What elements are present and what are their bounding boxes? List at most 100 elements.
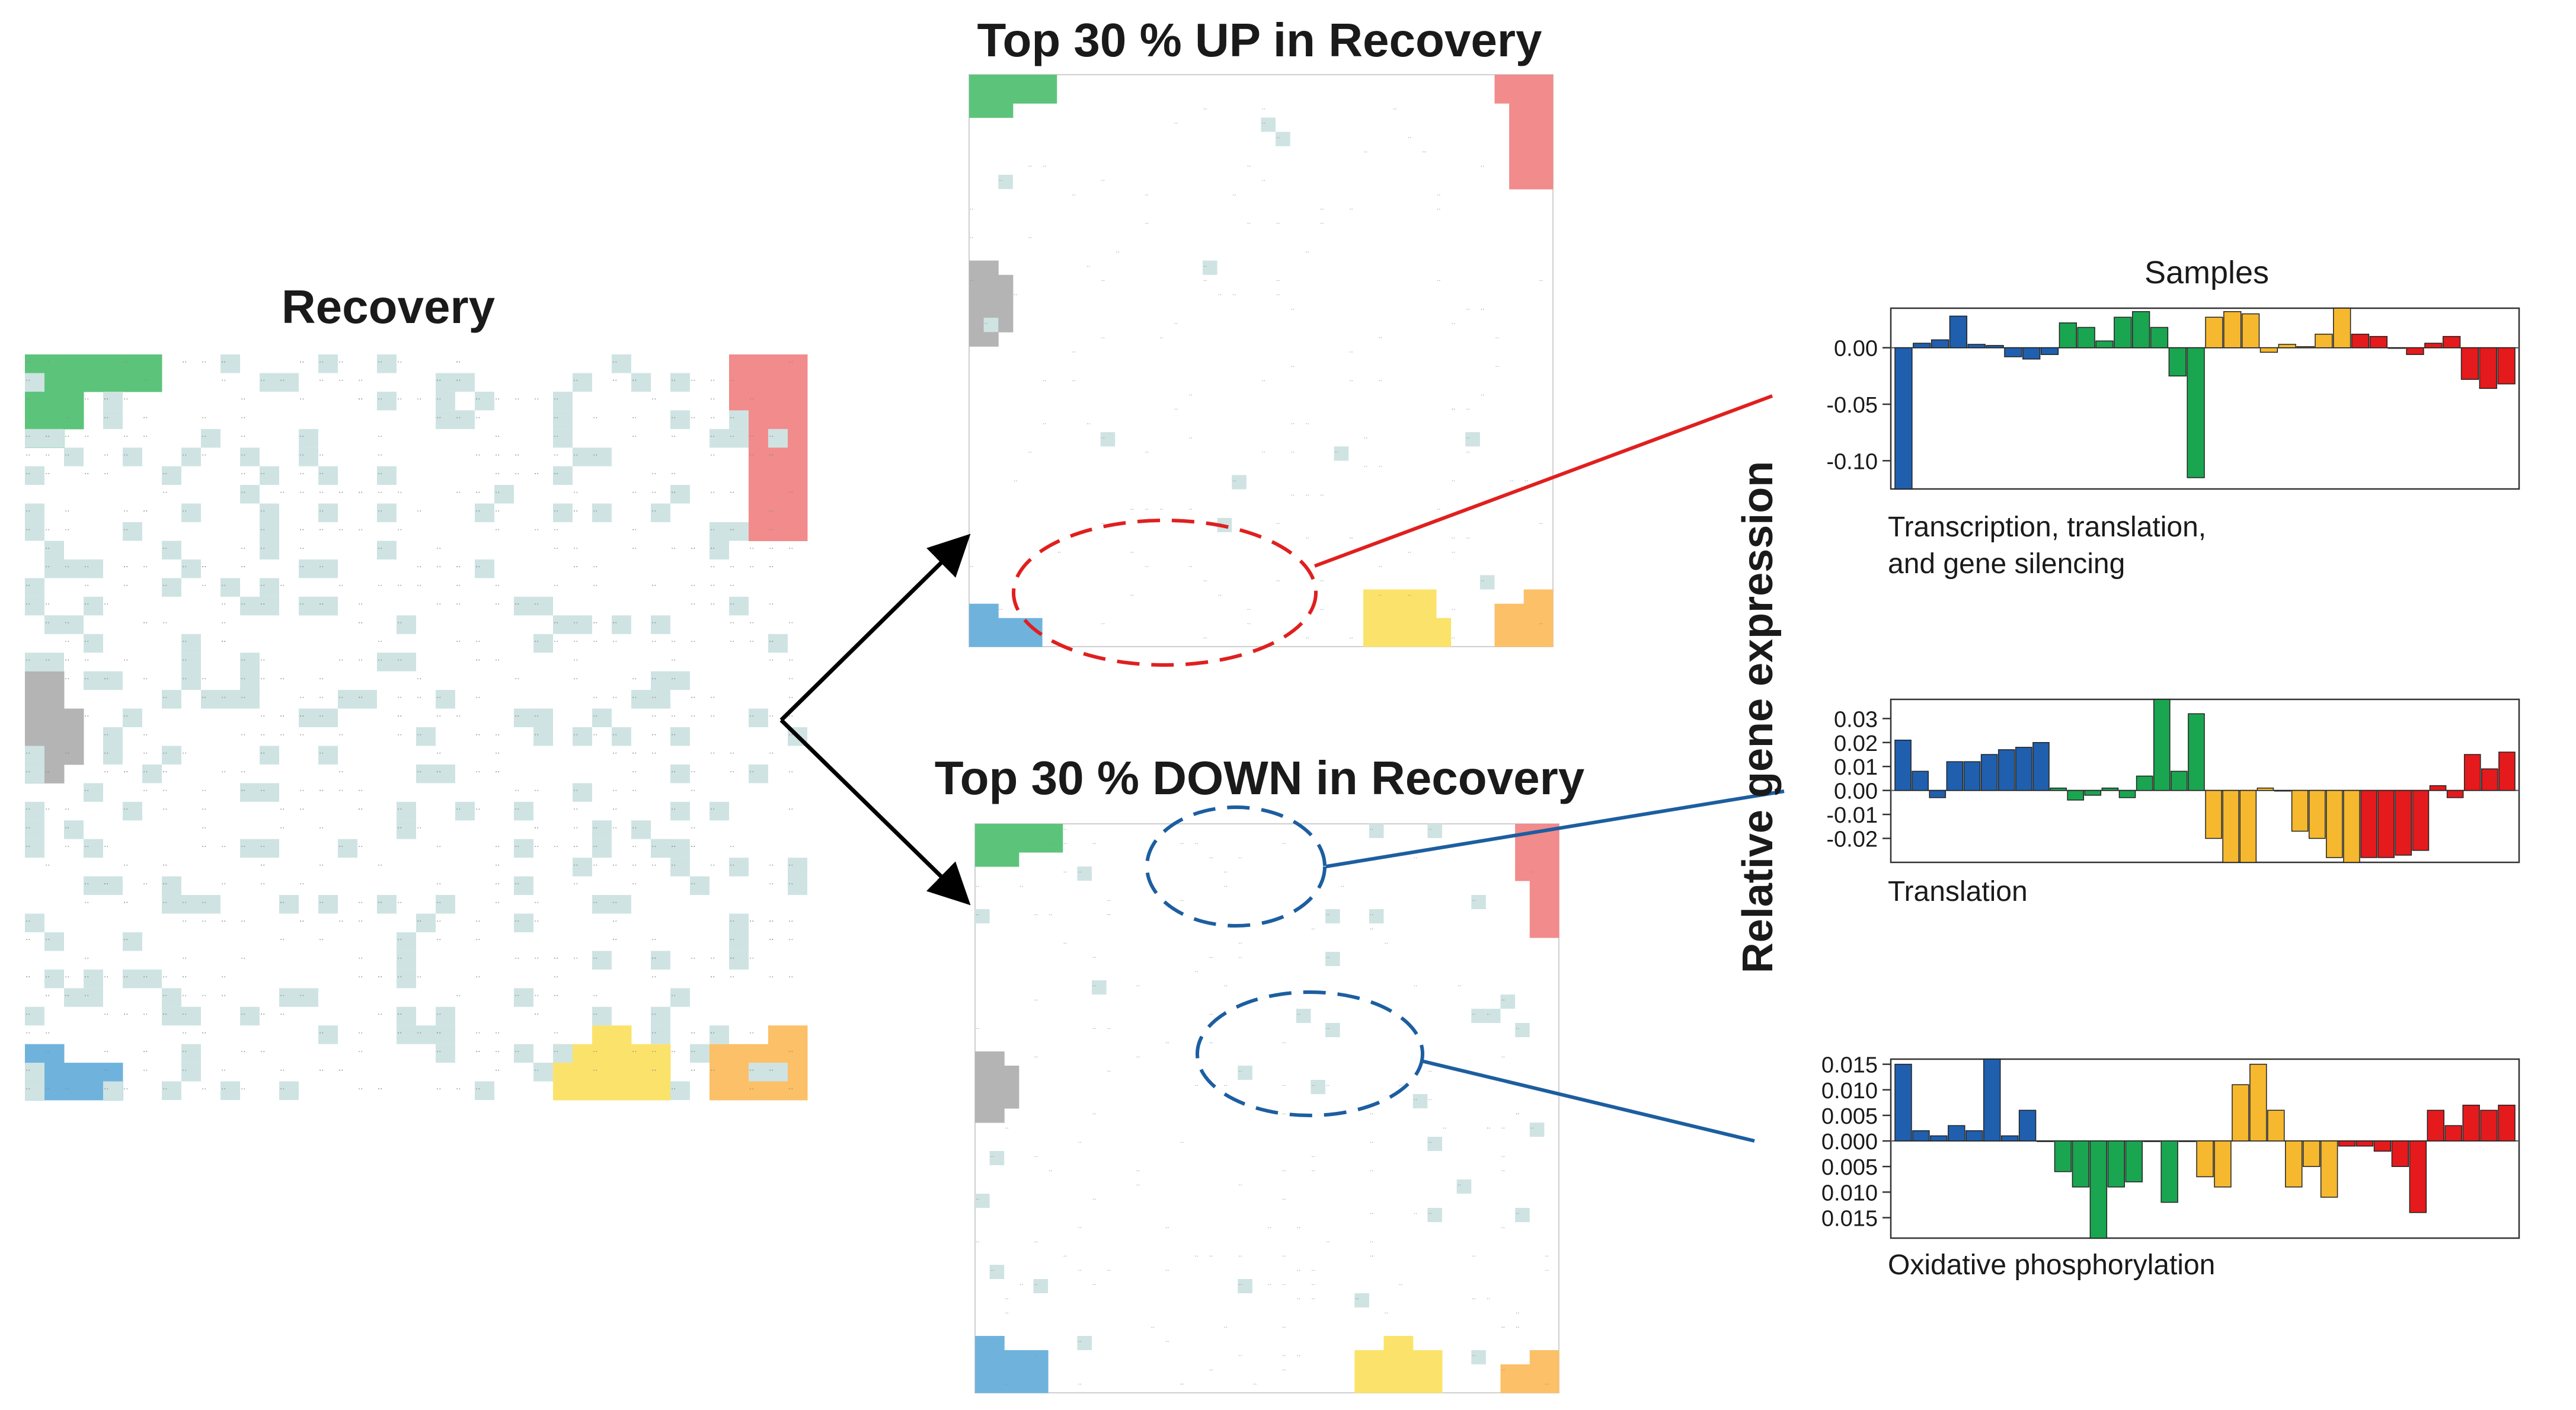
map-cell: ·· [593,414,597,423]
map-cell: ·· [280,731,285,740]
y-axis-label: Relative gene expression [1734,461,1782,973]
map-cell [1407,589,1422,605]
map-cell: ·· [1452,407,1455,413]
map-cell: ·· [1305,250,1309,256]
map-cell [123,801,142,821]
map-cell [573,783,592,802]
map-cell [1048,824,1063,839]
map-cell [84,988,103,1007]
map-cell [1363,589,1378,605]
map-cell: ·· [1501,1054,1505,1061]
map-cell: ·· [397,1029,402,1038]
map-cell: ·· [1078,1382,1081,1388]
map-cell: ·· [691,843,695,852]
map-cell: ·· [671,1085,676,1094]
map-cell: ·· [123,563,128,572]
map-cell: ·· [45,600,50,609]
map-cell: ·· [730,582,734,591]
map-cell: ·· [1078,1140,1081,1146]
map-cell [397,801,416,821]
map-cell: ·· [1092,1111,1096,1118]
map-cell [573,727,592,746]
bar-blue [1913,343,1931,348]
map-cell [573,858,592,877]
map-cell [142,764,162,784]
bar-yellow [2239,789,2257,863]
map-cell: ·· [1320,206,1324,213]
map-cell: ·· [25,1066,30,1075]
map-cell [84,839,103,858]
map-cell: ·· [417,507,421,516]
map-cell: ·· [1034,997,1038,1004]
map-cell: ·· [1501,1168,1505,1175]
map-cell: ·· [534,824,539,833]
map-cell: ·· [573,377,578,386]
map-cell: ·· [84,899,89,907]
map-cell [436,410,455,429]
map-cell [768,410,788,430]
map-cell: ·· [475,693,480,702]
map-cell: ·· [1136,1054,1140,1061]
map-cell [1427,1379,1443,1393]
map-cell [1523,146,1539,161]
map-cell: ·· [1063,841,1067,848]
map-cell: ·· [25,917,30,926]
map-cell: ·· [436,600,441,609]
map-cell: ·· [397,1011,402,1019]
map-cell [998,289,1014,304]
map-cell: ·· [123,973,128,982]
map-cell: ·· [554,992,558,1001]
map-cell: ·· [730,414,734,423]
map-cell: ·· [1516,1111,1519,1118]
map-cell [436,1025,455,1044]
map-cell: ·· [554,619,558,628]
map-cell: ·· [84,563,89,572]
map-cell: ·· [436,899,441,907]
map-cell: ·· [1501,1325,1505,1331]
map-cell: ·· [1107,912,1111,919]
map-cell: ·· [691,582,695,591]
map-cell: ·· [1305,635,1309,642]
map-cell [397,951,416,970]
map-cell: ·· [749,619,754,628]
map-cell [592,1025,612,1045]
bar-yellow [2343,789,2360,863]
map-cell [436,391,455,411]
map-cell: ·· [1320,607,1324,613]
map-cell: ·· [730,488,734,497]
map-cell [260,503,279,523]
map-cell: ·· [1049,1168,1052,1175]
map-cell: ·· [417,1029,421,1038]
map-cell [84,671,103,690]
map-cell [768,1081,788,1101]
map-cell: ·· [976,1197,979,1203]
map-cell [729,410,749,429]
map-cell: ·· [202,433,206,442]
map-cell [260,541,279,559]
map-cell: ·· [280,377,285,386]
map-cell: ·· [436,1029,441,1038]
map-cell: ·· [1043,421,1046,427]
map-cell: ·· [280,712,285,721]
map-cell [1529,838,1545,853]
map-cell: ·· [436,750,441,759]
map-cell [142,373,162,392]
map-cell: ·· [241,452,245,461]
bar-green [2136,775,2153,791]
map-cell: ·· [260,1048,265,1057]
map-cell [1398,1364,1414,1379]
map-cell: ·· [1224,983,1228,990]
map-cell [299,596,318,616]
map-cell: ·· [1116,250,1119,256]
map-cell [318,746,338,765]
map-cell: ·· [1516,1111,1519,1118]
map-cell: ·· [143,1048,148,1057]
map-cell [103,876,123,896]
map-cell: ·· [1326,1026,1329,1032]
map-cell [25,913,44,932]
bar-red [2406,347,2424,355]
map-cell [397,1006,416,1026]
bar-green [2187,347,2205,478]
map-cell: ·· [534,955,539,964]
